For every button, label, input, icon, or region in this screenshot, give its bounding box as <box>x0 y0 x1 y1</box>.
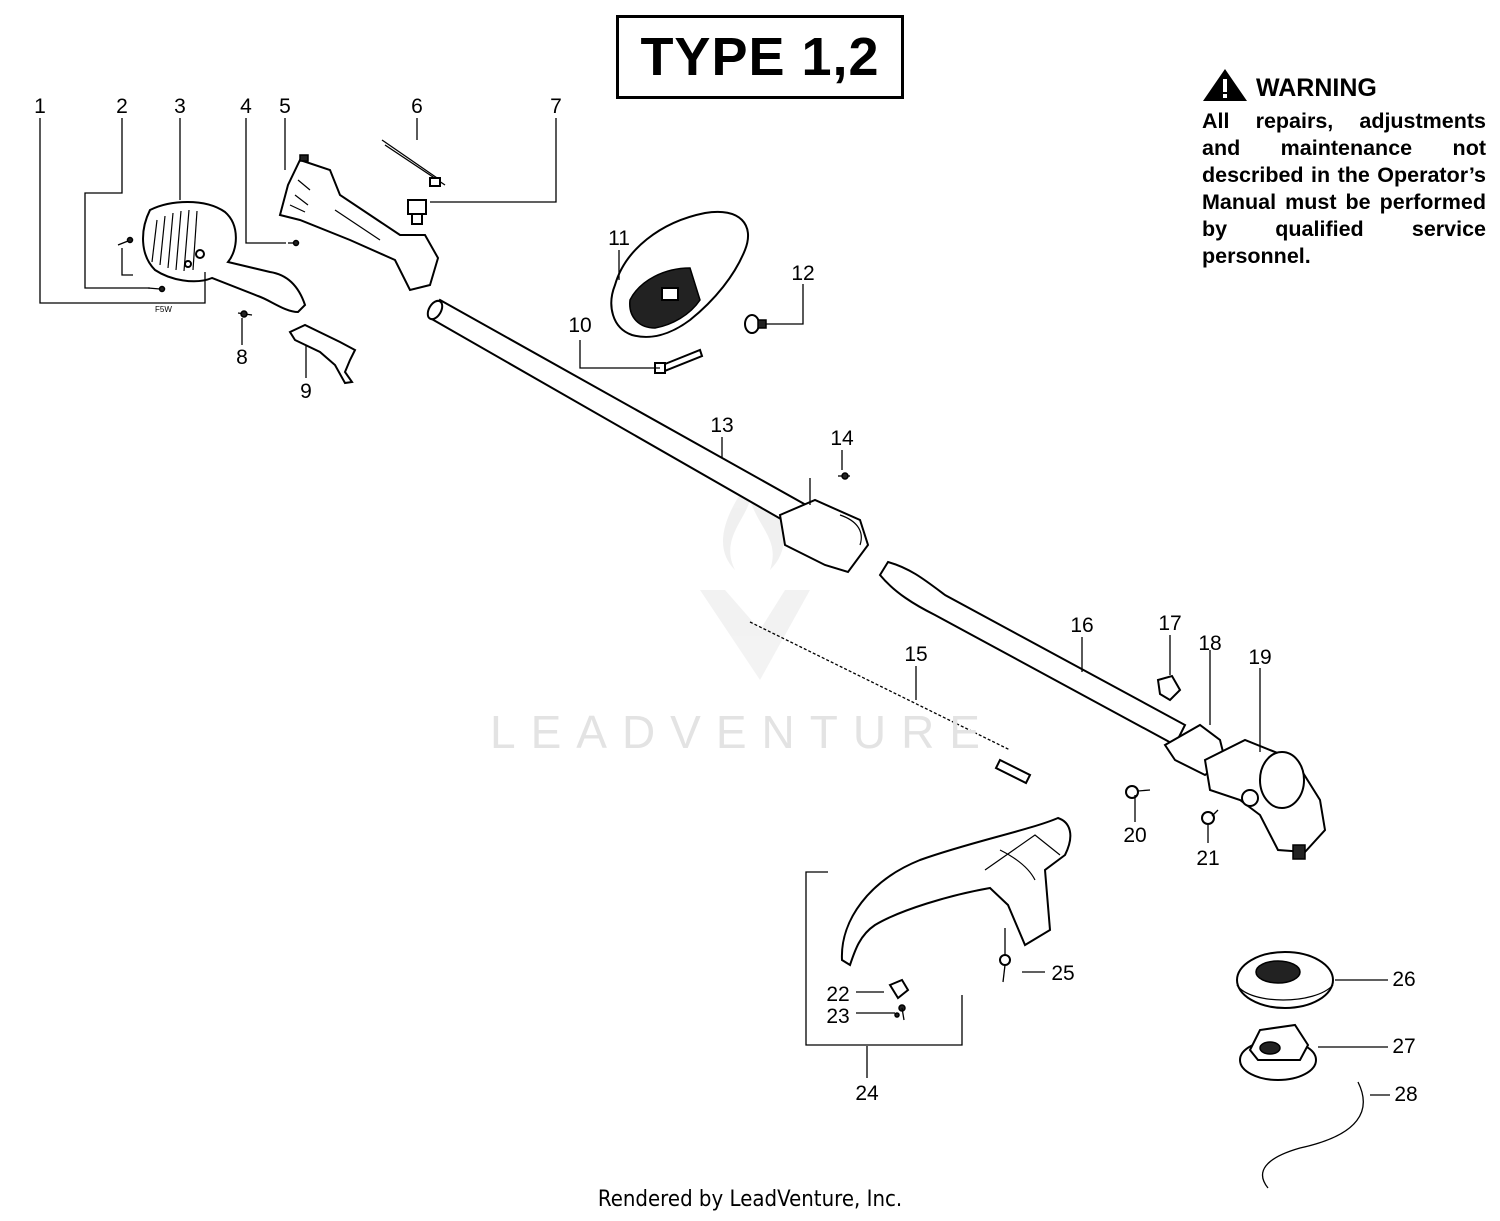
part-20-screw <box>1125 785 1151 799</box>
callout-3: 3 <box>174 95 186 118</box>
part-3-handle-housing <box>142 201 307 314</box>
part-12-knob <box>744 314 767 334</box>
part-22-clip <box>888 978 910 1000</box>
callout-numbers: 1 2 3 4 5 6 7 8 9 10 11 12 13 14 15 16 1… <box>34 95 1418 1106</box>
warning-notice: WARNING All repairs, adjustments and mai… <box>1202 68 1486 270</box>
callout-23: 23 <box>826 1005 849 1028</box>
part-10-bolt <box>654 348 704 374</box>
title-box: TYPE 1,2 <box>616 15 904 99</box>
callout-25: 25 <box>1051 962 1074 985</box>
callout-14: 14 <box>830 427 854 450</box>
part-14-screw <box>838 472 850 480</box>
callout-24: 24 <box>855 1082 879 1105</box>
callout-16: 16 <box>1070 614 1093 637</box>
part-26-spool-cover <box>1236 951 1334 1009</box>
part-6-wire <box>381 139 446 187</box>
callout-13: 13 <box>710 414 733 437</box>
callout-1: 1 <box>34 95 46 118</box>
part-2-screws <box>117 236 166 293</box>
callout-7: 7 <box>550 95 562 118</box>
part-5-handle-half <box>278 154 440 292</box>
leader-lines <box>39 118 1390 1096</box>
warning-triangle-icon <box>1202 68 1248 108</box>
warning-text: All repairs, adjustments and maintenance… <box>1202 109 1486 268</box>
callout-27: 27 <box>1392 1035 1415 1058</box>
callout-28: 28 <box>1394 1083 1417 1106</box>
part-9-trigger <box>288 323 357 385</box>
part-17-wing-nut <box>1156 674 1182 702</box>
callout-17: 17 <box>1158 612 1181 635</box>
callout-4: 4 <box>240 95 252 118</box>
callout-26: 26 <box>1392 968 1415 991</box>
callout-9: 9 <box>300 380 312 403</box>
callout-22: 22 <box>826 983 849 1006</box>
part-15-drive-shaft <box>749 621 1032 785</box>
part-19-gear-head <box>1203 738 1327 860</box>
part-28-trimmer-line <box>1262 1081 1364 1189</box>
part-27-spool <box>1239 1023 1317 1081</box>
callout-21: 21 <box>1196 847 1219 870</box>
callout-15: 15 <box>904 643 927 666</box>
callout-5: 5 <box>279 95 291 118</box>
watermark-text: LEADVENTURE <box>490 706 995 758</box>
part-24-guard <box>840 816 1072 967</box>
warning-heading-row: WARNING <box>1202 68 1486 108</box>
callout-12: 12 <box>791 262 814 285</box>
part-16-lower-shaft <box>878 560 1187 747</box>
footer-credit: Rendered by LeadVenture, Inc. <box>597 1187 903 1212</box>
part-21-screw <box>1201 809 1219 825</box>
callout-20: 20 <box>1123 824 1146 847</box>
part-11-loop-handle <box>610 210 750 338</box>
part-13-upper-shaft <box>426 298 870 574</box>
callout-18: 18 <box>1198 632 1221 655</box>
callout-19: 19 <box>1248 646 1271 669</box>
part-8-screw <box>237 310 253 318</box>
svg-text:F5W: F5W <box>155 305 172 314</box>
warning-heading: WARNING <box>1256 74 1377 102</box>
part-23-screw <box>894 1004 906 1021</box>
page-title: TYPE 1,2 <box>640 27 880 87</box>
callout-8: 8 <box>236 346 248 369</box>
callout-11: 11 <box>608 227 630 250</box>
callout-2: 2 <box>116 95 128 118</box>
callout-6: 6 <box>411 95 423 118</box>
callout-10: 10 <box>568 314 591 337</box>
part-4-screw <box>288 239 300 247</box>
part-7-switch <box>407 199 427 225</box>
part-25-screw <box>999 954 1011 983</box>
